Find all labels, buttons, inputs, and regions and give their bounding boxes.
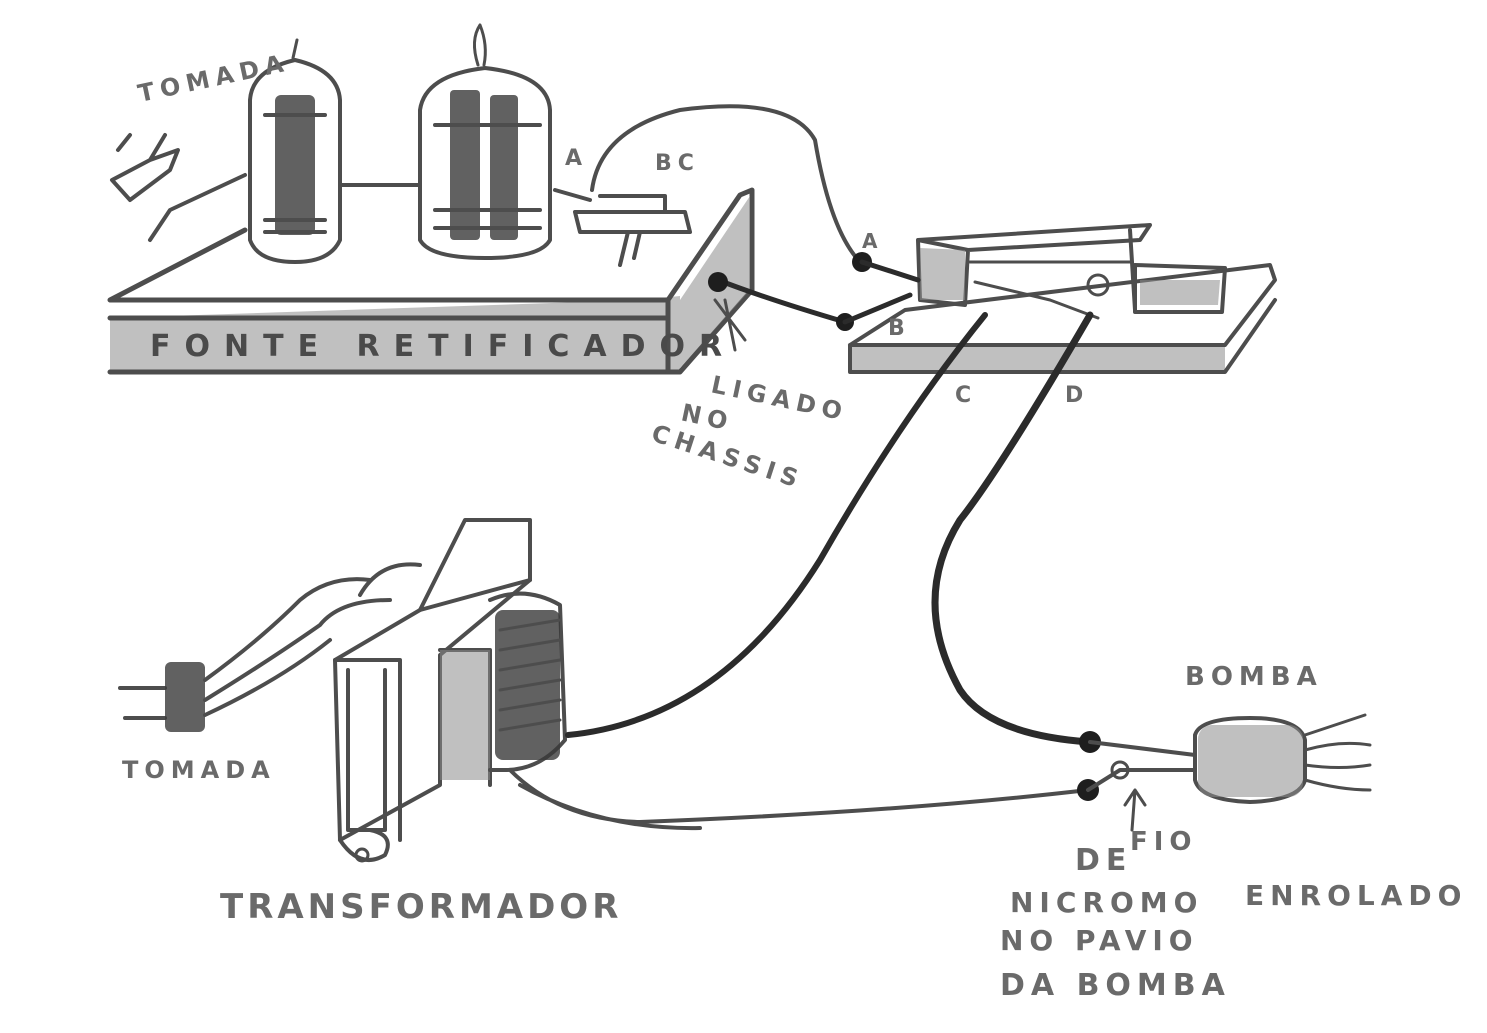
terminal-a-relay-label: A (862, 229, 883, 253)
bc-switch-icon (553, 104, 862, 267)
plug-bottom-label: TOMADA (122, 756, 276, 784)
vacuum-tube-2-icon (418, 23, 552, 260)
plug-top-label: TOMADA (135, 49, 291, 108)
transformer-label: TRANSFORMADOR (220, 887, 622, 927)
note-fio: FIO (1130, 827, 1198, 857)
terminal-b-relay-label: B (888, 316, 911, 341)
vacuum-tube-1-icon (248, 38, 342, 264)
note-nicromo: NICROMO (1010, 886, 1203, 919)
relay-board (848, 223, 1277, 374)
bomb-label: BOMBA (1185, 662, 1323, 692)
rectifier-label: FONTE RETIFICADOR (150, 329, 736, 364)
plug-bottom-icon (118, 577, 392, 732)
terminal-c-relay-label: C (955, 383, 977, 408)
note-enrolado: ENROLADO (1245, 879, 1467, 912)
terminal-a-tube-label: A (565, 146, 588, 171)
note-no-pavio: NO PAVIO (1000, 924, 1199, 957)
transformer-icon (333, 518, 567, 863)
note-da-bomba: DA BOMBA (1000, 968, 1231, 1003)
terminal-bc-label: BC (655, 151, 700, 176)
terminal-d-relay-label: D (1065, 383, 1089, 408)
bomb-icon (1086, 713, 1372, 832)
plug-top-icon (110, 133, 247, 242)
note-de: DE (1075, 843, 1132, 878)
